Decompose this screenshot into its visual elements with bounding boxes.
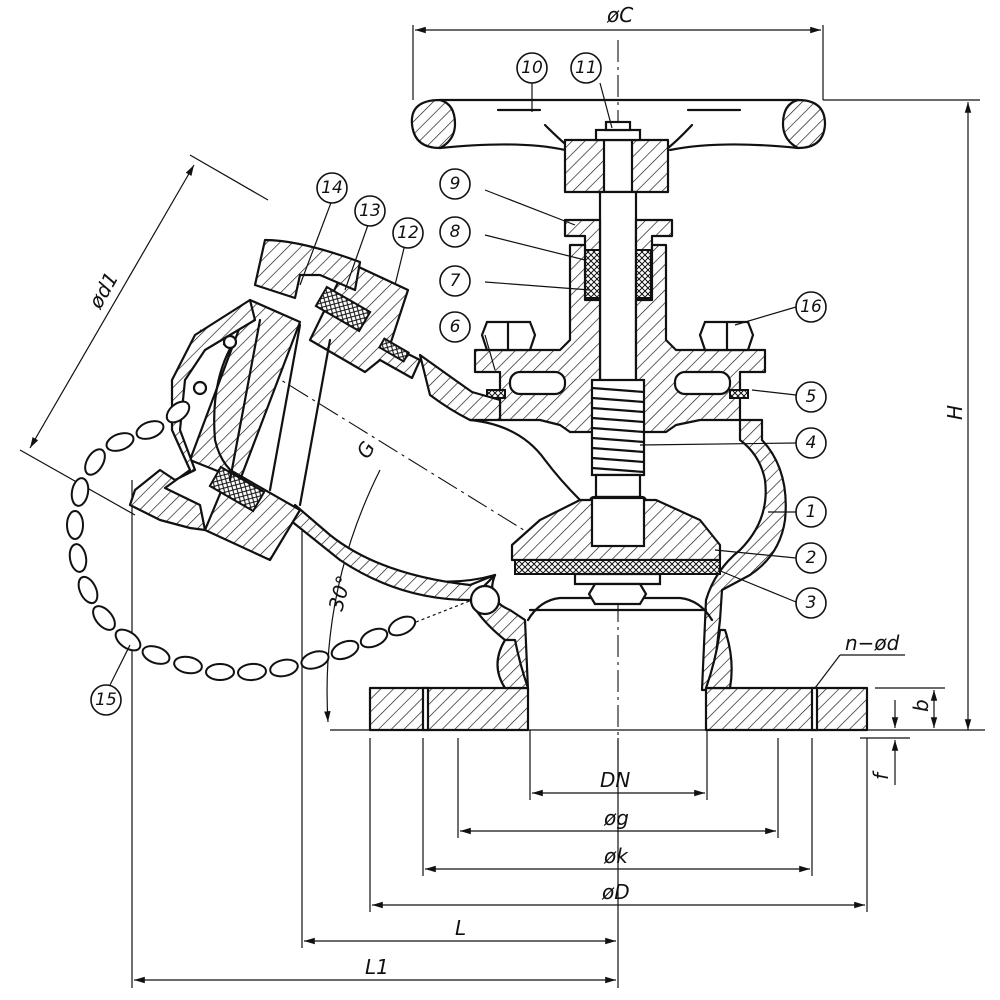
- outlet-branch: [128, 238, 582, 616]
- balloon-2: 2: [795, 542, 827, 574]
- svg-text:9: 9: [450, 174, 461, 194]
- dim-L: L: [455, 916, 466, 940]
- dim-H: H: [943, 405, 967, 420]
- dim-nphid: n−ød: [845, 631, 900, 655]
- dim-angle: 30°: [324, 573, 356, 613]
- part-balloons: 10 11 9 8 7 6 16 5 4 1 2 3 14 13 12 15: [90, 52, 827, 716]
- bonnet: [473, 190, 767, 511]
- balloon-8: 8: [439, 216, 471, 248]
- dim-phiD1: ød1: [83, 268, 123, 313]
- svg-text:5: 5: [806, 387, 817, 407]
- dim-b: b: [909, 699, 933, 712]
- svg-text:8: 8: [450, 222, 461, 242]
- dim-DN: DN: [600, 768, 630, 792]
- svg-text:1: 1: [806, 502, 817, 522]
- svg-text:10: 10: [521, 58, 543, 78]
- leader-lines: [109, 82, 797, 686]
- dimension-lines: [19, 25, 985, 988]
- chain: [66, 400, 473, 682]
- svg-text:2: 2: [806, 548, 817, 568]
- balloon-13: 13: [354, 195, 386, 227]
- balloon-15: 15: [90, 684, 122, 716]
- balloon-14: 14: [316, 172, 348, 204]
- dim-phiC: øC: [606, 3, 633, 27]
- svg-text:7: 7: [450, 271, 461, 291]
- balloon-5: 5: [795, 381, 827, 413]
- balloon-9: 9: [439, 168, 471, 200]
- dim-G: G: [352, 437, 381, 462]
- svg-text:11: 11: [575, 58, 597, 78]
- balloon-11: 11: [570, 52, 602, 84]
- dimension-labels: øC H n−ød b f DN øg øk øD L L1 ød1 30° G: [83, 3, 967, 979]
- balloon-16: 16: [795, 291, 827, 323]
- balloon-4: 4: [795, 427, 827, 459]
- svg-text:3: 3: [806, 593, 817, 613]
- dim-f: f: [869, 770, 893, 780]
- svg-text:12: 12: [397, 223, 419, 243]
- svg-text:16: 16: [800, 297, 822, 317]
- balloon-1: 1: [795, 496, 827, 528]
- handwheel: [410, 98, 827, 194]
- balloon-3: 3: [795, 587, 827, 619]
- valve-body: [368, 418, 869, 732]
- balloon-12: 12: [392, 217, 424, 249]
- dim-phiD: øD: [601, 880, 630, 904]
- balloon-7: 7: [439, 265, 471, 297]
- svg-text:15: 15: [95, 690, 117, 710]
- dim-phik: øk: [603, 844, 629, 868]
- dim-phig: øg: [603, 806, 629, 830]
- balloon-6: 6: [439, 311, 471, 343]
- dim-L1: L1: [365, 955, 389, 979]
- svg-text:6: 6: [450, 317, 461, 337]
- svg-text:13: 13: [359, 201, 381, 221]
- svg-text:14: 14: [321, 178, 343, 198]
- balloon-10: 10: [516, 52, 548, 84]
- svg-text:4: 4: [806, 433, 817, 453]
